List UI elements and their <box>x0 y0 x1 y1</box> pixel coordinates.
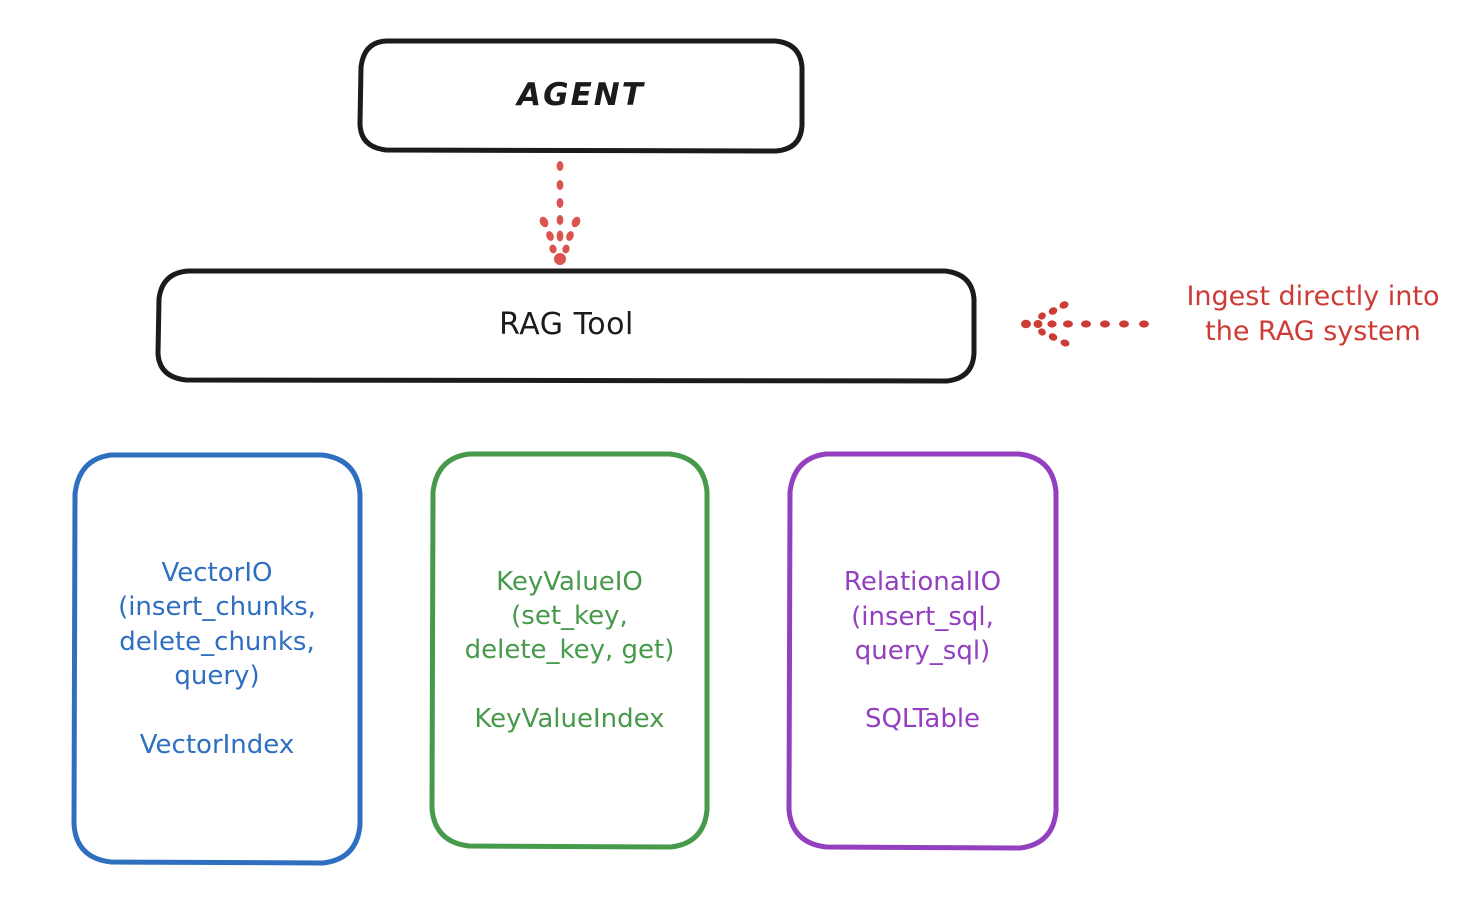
node-agent-label: AGENT <box>517 76 645 113</box>
node-key-value-io[interactable]: KeyValueIO (set_key, delete_key, get) Ke… <box>427 449 712 852</box>
node-relational-io-label: RelationalIO (insert_sql, query_sql) SQL… <box>843 567 1002 735</box>
arrow-agent-to-rag-tool <box>539 161 581 265</box>
node-key-value-io-label: KeyValueIO (set_key, delete_key, get) Ke… <box>464 566 675 734</box>
node-relational-io[interactable]: RelationalIO (insert_sql, query_sql) SQL… <box>784 449 1061 853</box>
annotation-ingest-into-rag: Ingest directly into the RAG system <box>1186 281 1440 348</box>
node-agent[interactable]: AGENT <box>356 37 806 154</box>
node-rag-tool[interactable]: RAG Tool <box>154 267 979 384</box>
node-vector-io[interactable]: VectorIO (insert_chunks, delete_chunks, … <box>69 450 365 868</box>
arrow-ingest-into-rag <box>1021 301 1149 347</box>
node-rag-tool-label: RAG Tool <box>499 307 634 343</box>
node-vector-io-label: VectorIO (insert_chunks, delete_chunks, … <box>118 558 316 760</box>
